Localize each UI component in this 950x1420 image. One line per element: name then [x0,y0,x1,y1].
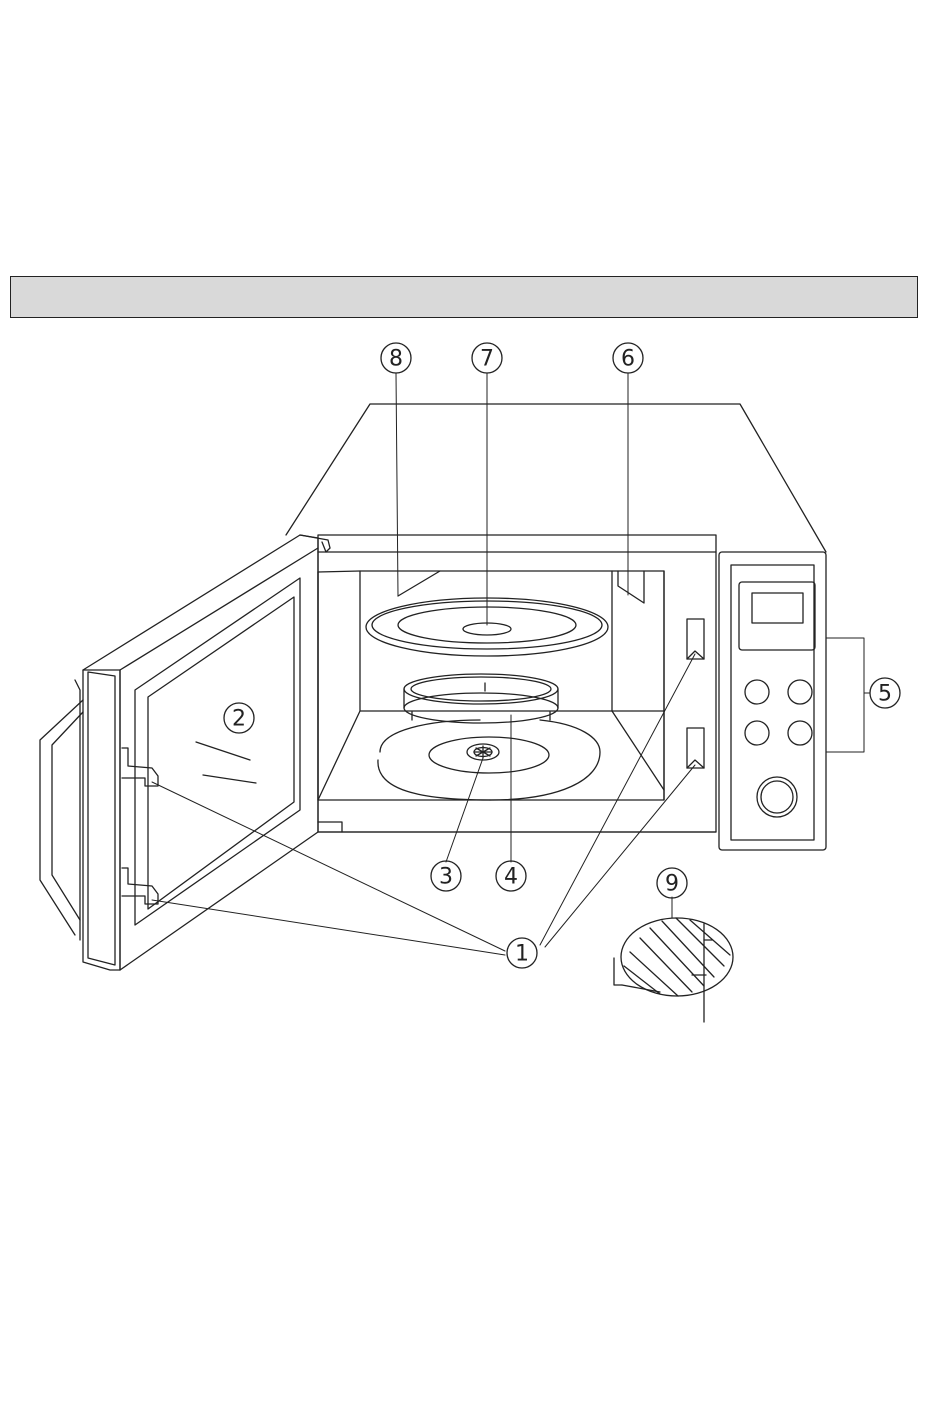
control-panel [719,552,826,850]
svg-text:8: 8 [389,347,403,372]
grill-rack [614,918,733,1022]
callout-1: 1 [507,938,537,968]
svg-text:6: 6 [621,347,635,372]
callout-5: 5 [870,678,900,708]
svg-text:5: 5 [878,682,892,707]
svg-text:9: 9 [665,872,679,897]
callout-6: 6 [613,343,643,373]
svg-text:2: 2 [232,707,246,732]
svg-text:3: 3 [439,865,453,890]
callout-4: 4 [496,861,526,891]
svg-text:4: 4 [504,865,518,890]
callout-9: 9 [657,868,687,898]
svg-text:7: 7 [480,347,494,372]
svg-text:1: 1 [515,942,529,967]
microwave-door [40,535,342,970]
callout-3: 3 [431,861,461,891]
callout-8: 8 [381,343,411,373]
callout-7: 7 [472,343,502,373]
roller-ring [404,674,558,723]
callout-2: 2 [224,703,254,733]
microwave-body [286,404,826,832]
